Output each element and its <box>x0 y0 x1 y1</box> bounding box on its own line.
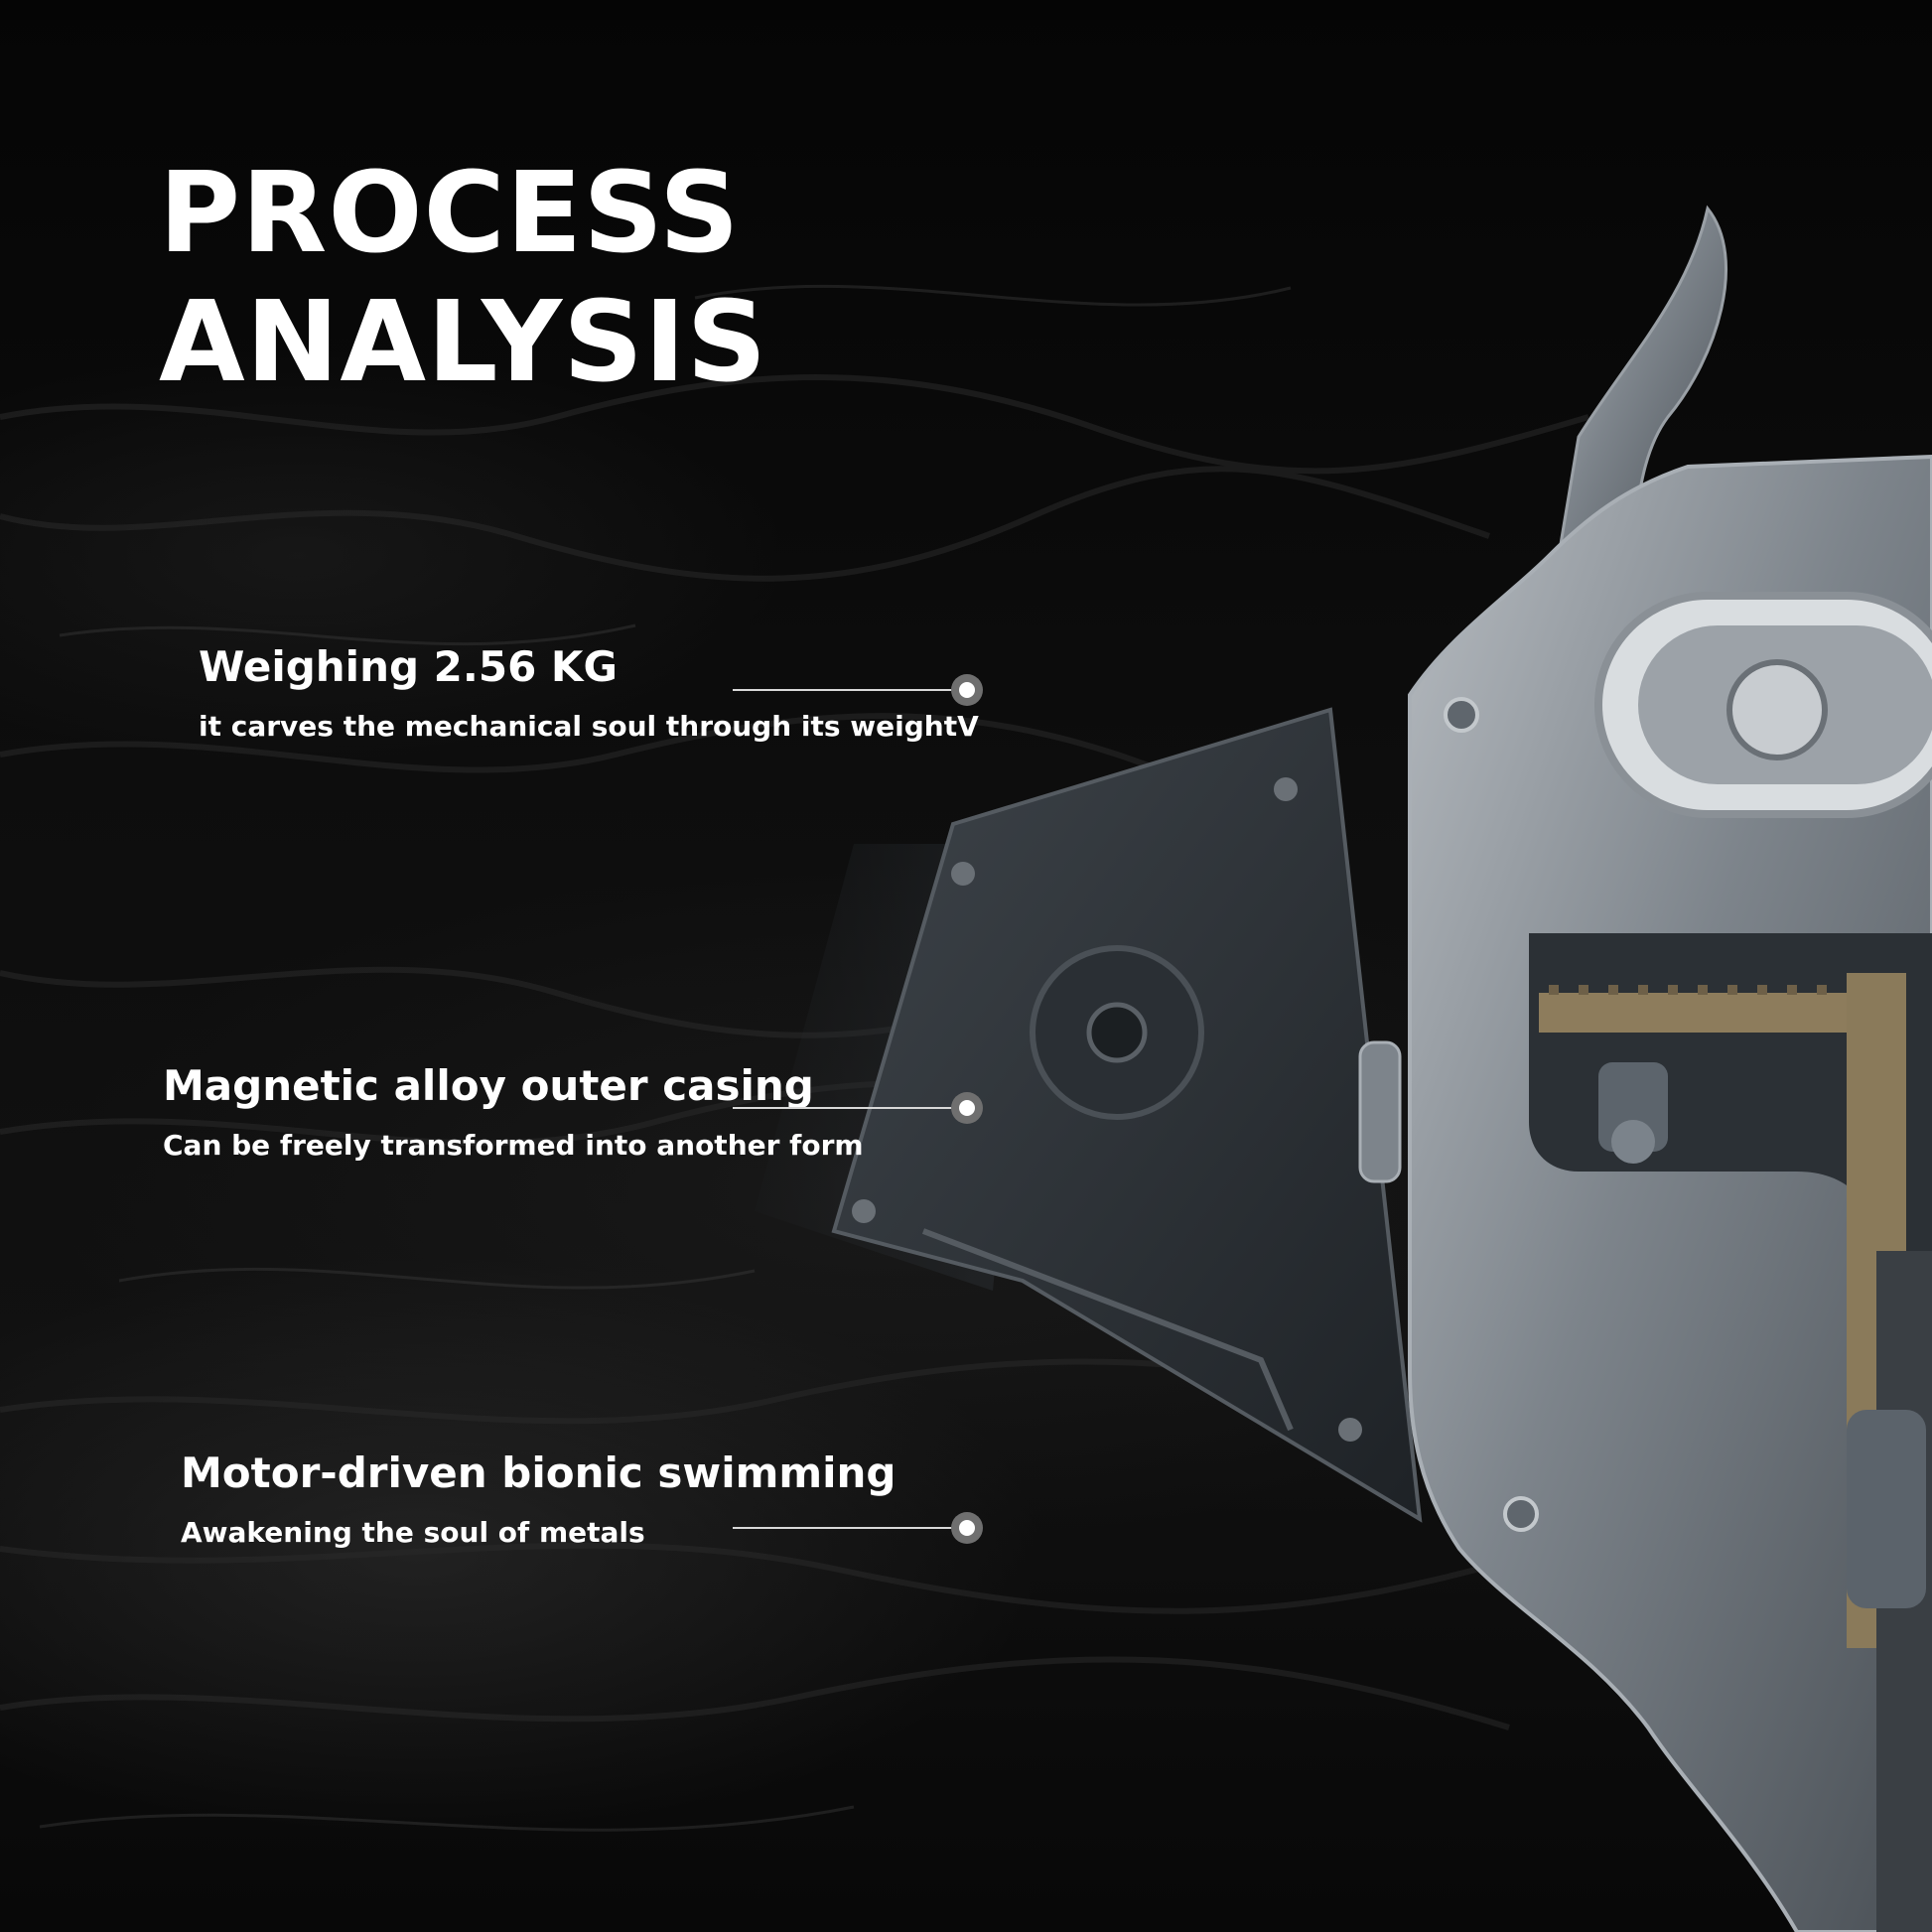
marker-dot-icon <box>951 674 983 706</box>
feature-heading: Magnetic alloy outer casing <box>163 1061 814 1110</box>
marker-dot-icon <box>951 1092 983 1124</box>
connector-line <box>733 1107 967 1109</box>
feature-heading: Weighing 2.56 KG <box>199 642 618 691</box>
feature-heading: Motor-driven bionic swimming <box>181 1449 897 1497</box>
title-line-1: PROCESS <box>159 149 741 278</box>
page-title: PROCESS ANALYSIS <box>159 149 767 407</box>
feature-casing: Magnetic alloy outer casing Can be freel… <box>163 1060 864 1164</box>
feature-subtext: it carves the mechanical soul through it… <box>199 710 979 743</box>
feature-swimming: Motor-driven bionic swimming Awakening t… <box>181 1448 897 1551</box>
title-line-2: ANALYSIS <box>159 278 768 407</box>
connector-line <box>733 1527 967 1529</box>
feature-weight: Weighing 2.56 KG it carves the mechanica… <box>199 641 979 745</box>
feature-subtext: Awakening the soul of metals <box>181 1516 645 1549</box>
feature-subtext: Can be freely transformed into another f… <box>163 1129 864 1162</box>
marker-dot-icon <box>951 1512 983 1544</box>
connector-line <box>733 689 967 691</box>
